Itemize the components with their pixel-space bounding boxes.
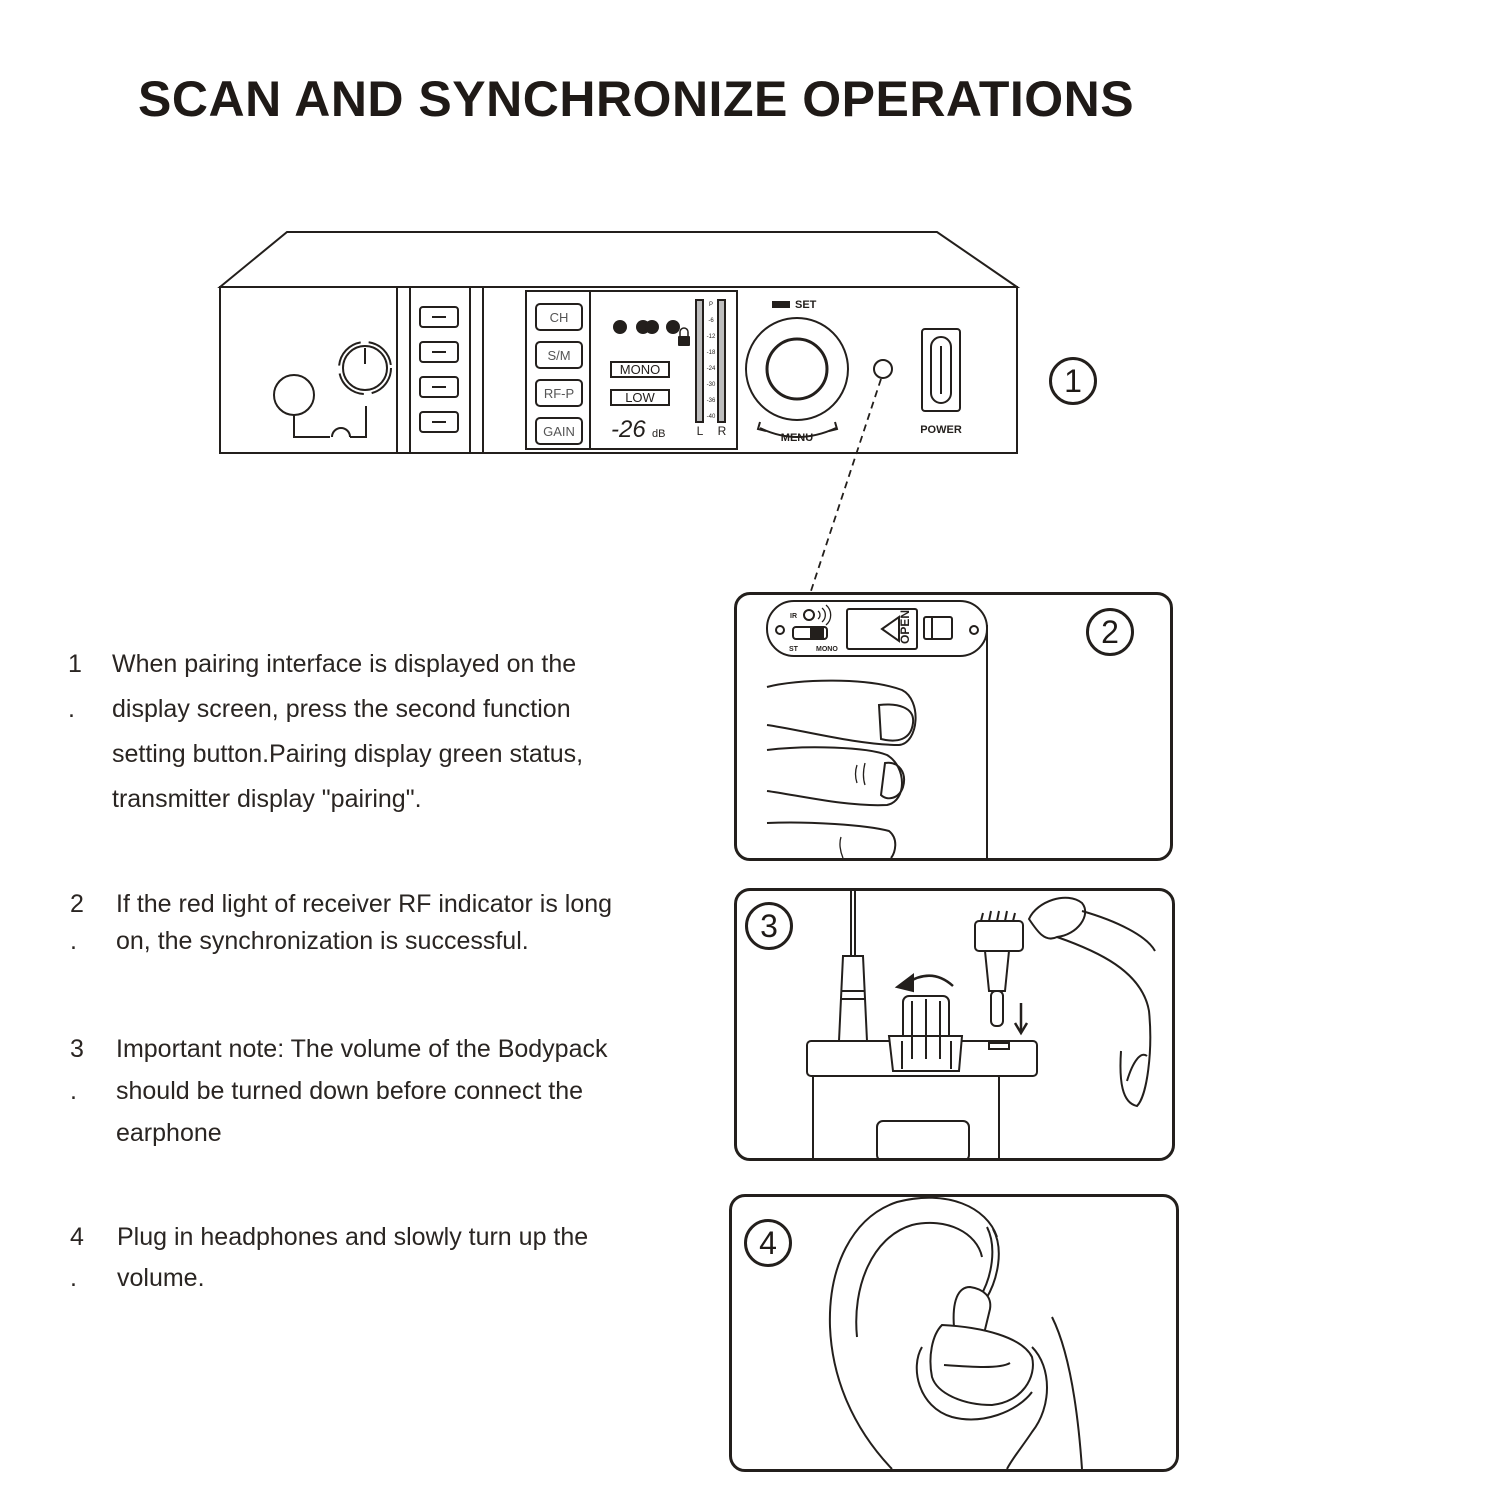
meter-left-label: L [697, 424, 704, 438]
panel-volume-down: 3 [734, 888, 1175, 1161]
step-badge-3: 3 [745, 902, 793, 950]
step-3-line: Important note: The volume of the Bodypa… [116, 1035, 608, 1063]
meter-right-label: R [718, 424, 727, 438]
ch-button[interactable]: CH [550, 310, 569, 325]
lcd-low-label: LOW [625, 390, 655, 405]
panel-earphone: 4 [729, 1194, 1179, 1472]
step-4-line: Plug in headphones and slowly turn up th… [117, 1223, 589, 1251]
open-label: OPEN [898, 610, 912, 644]
step-2-line: on, the synchronization is successful. [116, 927, 529, 955]
meter-scale-label: -12 [707, 334, 716, 340]
step-badge-4: 4 [744, 1219, 792, 1267]
menu-label: MENU [781, 432, 813, 444]
gain-button[interactable]: GAIN [543, 424, 575, 439]
step-4-number: 4 . [70, 1223, 84, 1292]
panel-ir-pairing: IR ST MONO OPEN 2 [734, 592, 1173, 861]
meter-scale-label: -36 [707, 398, 716, 404]
step-3-line: earphone [116, 1119, 222, 1147]
step-1-line: display screen, press the second functio… [112, 695, 571, 723]
meter-scale-label: -24 [707, 366, 716, 372]
sm-button[interactable]: S/M [547, 348, 570, 363]
power-label: POWER [920, 424, 962, 436]
step-3-line: should be turned down before connect the [116, 1077, 584, 1105]
meter-scale-label: -6 [708, 318, 714, 324]
step-2-number: 2 . [70, 890, 84, 955]
step-badge-1: 1 [1049, 357, 1097, 405]
step-1-line: transmitter display "pairing". [112, 785, 422, 813]
step-1-line: When pairing interface is displayed on t… [112, 650, 577, 678]
page-title: SCAN AND SYNCHRONIZE OPERATIONS [138, 71, 1135, 127]
step-4-line: volume. [117, 1264, 205, 1292]
set-label: SET [795, 299, 817, 311]
bodypack-ir-illustration: IR ST MONO OPEN [766, 600, 988, 858]
bodypack-volume-illustration [806, 891, 1156, 1158]
step-3-number: 3 . [70, 1035, 84, 1105]
lcd-mono-label: MONO [620, 362, 660, 377]
step-1-line: setting button.Pairing display green sta… [112, 740, 584, 768]
rfp-button[interactable]: RF-P [544, 386, 574, 401]
lcd-level-value: -26 [611, 416, 646, 443]
meter-scale-label: -40 [707, 414, 716, 420]
st-label: ST [789, 646, 799, 653]
meter-scale-label: -30 [707, 382, 716, 388]
lcd-level-unit: dB [652, 428, 665, 440]
ear-earphone-illustration [828, 1197, 1083, 1469]
ir-label: IR [790, 613, 797, 620]
meter-scale-label: -18 [707, 350, 716, 356]
step-2-line: If the red light of receiver RF indicato… [116, 890, 613, 918]
meter-scale-label: P [709, 302, 713, 308]
step-1-number: 1 . [68, 650, 82, 723]
receiver-illustration: CH S/M RF-P GAIN MONO LOW -26 dB P -6 -12 -… [217, 231, 1021, 600]
mono-switch-label: MONO [816, 646, 838, 653]
step-badge-2: 2 [1086, 608, 1134, 656]
